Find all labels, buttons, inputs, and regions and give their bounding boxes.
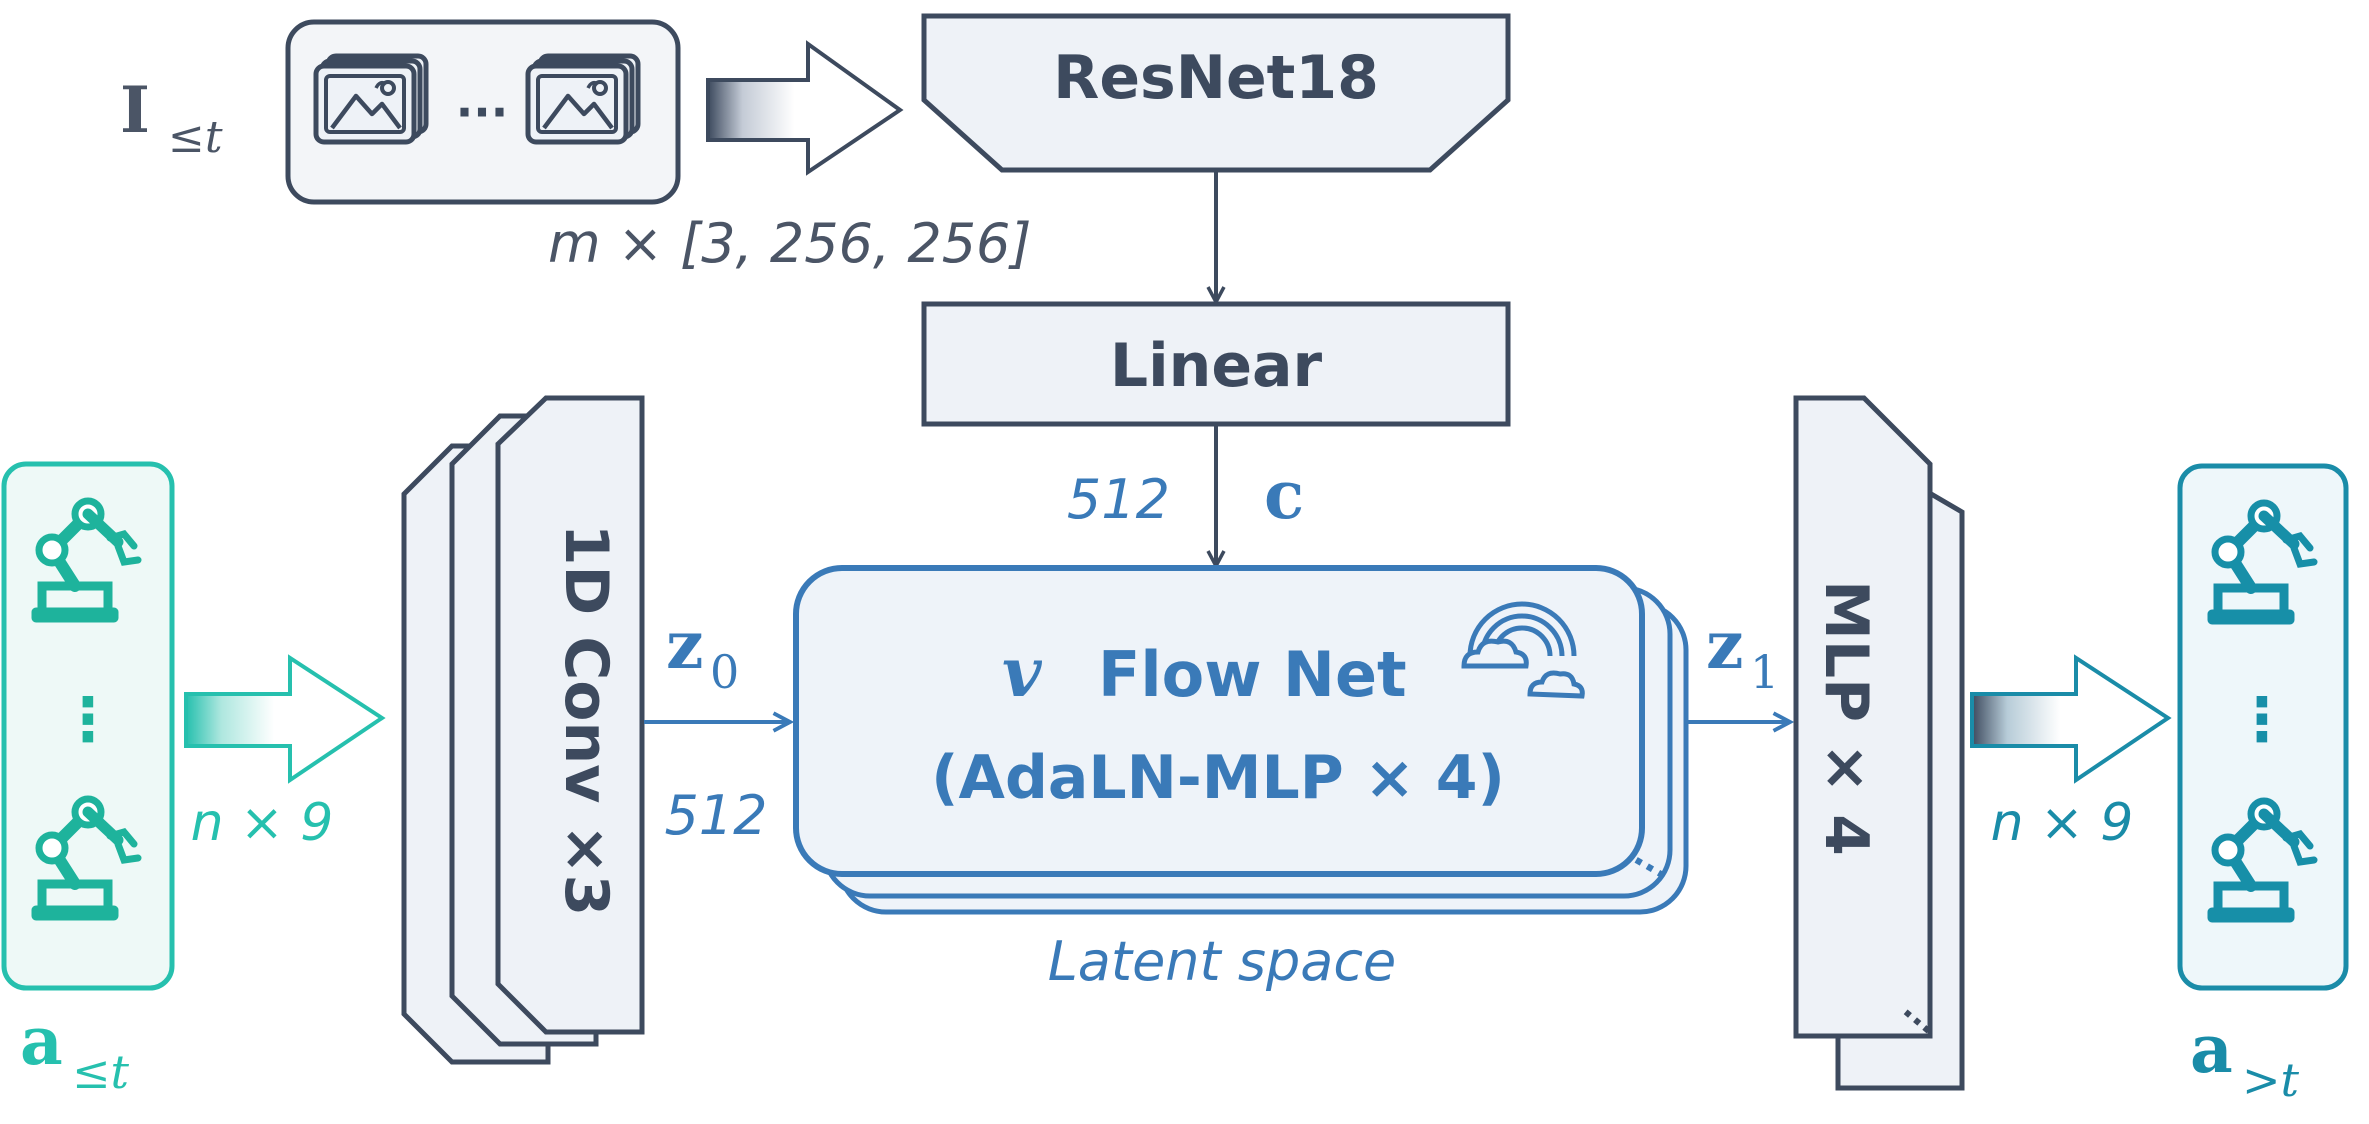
action-output-subscript: >t	[2242, 1053, 2300, 1107]
picture-icon	[316, 56, 426, 142]
input-images-subscript: ≤t	[168, 112, 223, 163]
z1-symbol: z	[1706, 606, 1743, 684]
input-images-ellipsis: ···	[456, 85, 508, 139]
image-input-arrow	[706, 40, 904, 176]
input-images-group: I ≤t ··· m × [3, 256, 256]	[120, 19, 1031, 275]
latent-space-caption: Latent space	[1048, 930, 1397, 993]
mlp-block	[1793, 395, 1933, 1039]
action-input-dims: n × 9	[191, 793, 334, 853]
cond-dim-label: 512	[1067, 468, 1170, 531]
action-input-symbol: a	[20, 1002, 63, 1080]
action-input-arrow	[184, 654, 386, 784]
picture-icon	[528, 56, 638, 142]
linear-label: Linear	[1110, 331, 1323, 401]
flow-net-block	[793, 565, 1645, 877]
flow-net-group: ··· v Flow Net (AdaLN-MLP × 4) Latent sp…	[793, 565, 1689, 993]
z0-symbol: z	[666, 606, 703, 684]
action-output-symbol: a	[2190, 1010, 2233, 1088]
cond-symbol: c	[1264, 456, 1304, 534]
linear-block	[921, 301, 1511, 427]
action-input-group: ⋮ a ≤t n × 9	[1, 461, 386, 1099]
action-output-dims: n × 9	[1991, 793, 2134, 853]
flow-net-title: Flow Net	[1098, 638, 1407, 711]
velocity-symbol: v	[1002, 633, 1043, 713]
conv-block	[495, 395, 645, 1035]
input-images-symbol: I	[120, 73, 150, 148]
action-output-ellipsis: ⋮	[2232, 685, 2292, 755]
input-images-dims: m × [3, 256, 256]	[548, 212, 1031, 275]
action-output-group: n × 9 ⋮ a >t	[1970, 463, 2349, 1107]
resnet18-label: ResNet18	[1053, 43, 1379, 113]
action-output-arrow	[1970, 654, 2172, 784]
z0-dim-label: 512	[664, 784, 767, 847]
z0-subscript: 0	[710, 645, 739, 699]
mlp-stack: ··· MLP × 4	[1793, 395, 1965, 1091]
resnet18-block	[921, 13, 1511, 173]
mlp-label: MLP × 4	[1811, 580, 1881, 856]
conv-stack: 1D Conv ×3	[401, 395, 645, 1065]
action-input-ellipsis: ⋮	[58, 685, 118, 755]
flow-net-subtitle: (AdaLN-MLP × 4)	[931, 743, 1505, 813]
action-input-subscript: ≤t	[72, 1045, 130, 1099]
conv-label: 1D Conv ×3	[551, 524, 621, 916]
z1-subscript: 1	[1750, 645, 1779, 699]
